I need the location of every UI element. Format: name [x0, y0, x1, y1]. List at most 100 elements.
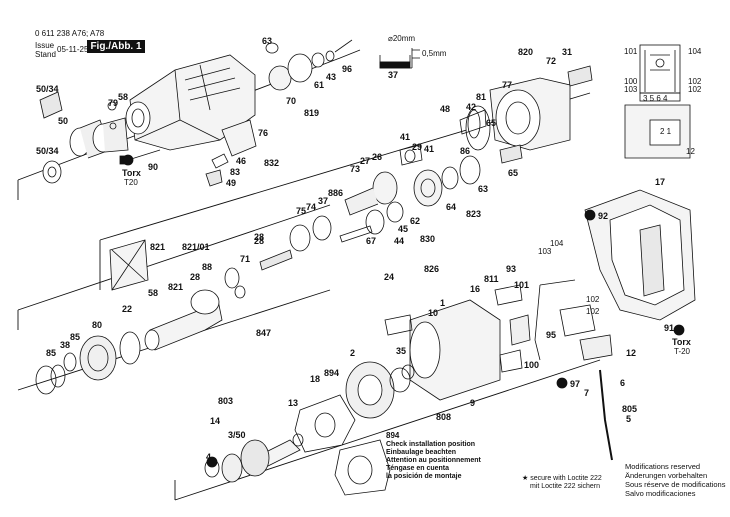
label-894a: 894: [324, 368, 339, 378]
label-1: 1: [440, 298, 445, 308]
baffle-detail-box: [334, 439, 391, 496]
label-80: 80: [92, 320, 102, 330]
label-48: 48: [440, 104, 450, 114]
label-torx-b: Torx: [672, 337, 691, 347]
label-38: 38: [60, 340, 70, 350]
label-50: 50: [58, 116, 68, 126]
label-81: 81: [476, 92, 486, 102]
loctite-note: ★ secure with Loctite 222 mit Loctite 22…: [522, 475, 602, 491]
label-45: 45: [398, 224, 408, 234]
install-note-line-5: la posición de montaje: [386, 473, 462, 480]
label-70: 70: [286, 96, 296, 106]
label-64: 64: [446, 202, 456, 212]
torx-screw-91: [673, 324, 685, 336]
label-27: 27: [360, 156, 370, 166]
part-number: 0 611 238 A76; A78: [35, 29, 105, 38]
label-100b: 100: [524, 360, 539, 370]
label-102b: 102: [688, 85, 702, 94]
label-7: 7: [584, 388, 589, 398]
label-28b: 28: [254, 236, 264, 246]
label-826: 826: [424, 264, 439, 274]
label-75: 75: [296, 206, 306, 216]
label-50-34b: 50/34: [36, 146, 59, 156]
label-41a: 41: [400, 132, 410, 142]
label-31: 31: [562, 47, 572, 57]
modifications-note: Modifications reserved Änderungen vorbeh…: [625, 462, 725, 498]
label-14: 14: [210, 416, 220, 426]
fan-baffle-894: [294, 394, 356, 453]
label-wiring: 3 5 6 4: [643, 94, 668, 103]
label-61: 61: [314, 80, 324, 90]
label-847: 847: [256, 328, 271, 338]
hammer-housing-assembly: [125, 54, 256, 151]
label-86: 86: [460, 146, 470, 156]
label-805: 805: [622, 404, 637, 414]
assembly-band-mid: [17, 204, 331, 330]
label-67: 67: [366, 236, 376, 246]
modifications-line-2: Änderungen vorbehalten: [625, 471, 708, 480]
field-stator-2: [345, 361, 415, 419]
issue-label: Issue: [35, 41, 55, 50]
loctite-line-2: mit Loctite 222 sichern: [530, 483, 601, 490]
label-101b: 101: [514, 280, 529, 290]
label-37: 37: [388, 70, 398, 80]
label-46: 46: [236, 156, 246, 166]
label-71: 71: [240, 254, 250, 264]
label-12a: 12: [686, 147, 695, 156]
torx-screw-90: [122, 154, 134, 166]
label-95: 95: [546, 330, 556, 340]
label-50-34a: 50/34: [36, 84, 59, 94]
label-820: 820: [518, 47, 533, 57]
modifications-line-1: Modifications reserved: [625, 462, 701, 471]
label-42: 42: [466, 102, 476, 112]
parts-70-61-43: [265, 39, 353, 91]
screw-4: [206, 456, 218, 468]
label-62: 62: [410, 216, 420, 226]
gear-housing-820: [465, 65, 593, 151]
label-102a: 102: [688, 77, 702, 86]
label-100a: 100: [624, 77, 638, 86]
screw-97: [556, 377, 568, 389]
label-18: 18: [310, 374, 320, 384]
label-9: 9: [470, 398, 475, 408]
dimension-detail-37: [379, 48, 420, 69]
modifications-line-3: Sous réserve de modifications: [625, 480, 726, 489]
install-note-code: 894: [386, 431, 400, 440]
figure-label: Fig./Abb. 1: [87, 40, 145, 53]
parts-76-46-83-49: [205, 119, 257, 187]
label-77: 77: [502, 80, 512, 90]
label-t20-b: T-20: [674, 347, 691, 356]
label-886: 886: [328, 188, 343, 198]
label-22: 22: [122, 304, 132, 314]
install-note-line-1: Check installation position: [386, 441, 476, 448]
label-76: 76: [258, 128, 268, 138]
label-3-50: 3/50: [228, 430, 246, 440]
label-58a: 58: [118, 92, 128, 102]
label-65a: 65: [486, 118, 496, 128]
label-79: 79: [108, 98, 118, 108]
label-24: 24: [384, 272, 394, 282]
label-823: 823: [466, 209, 481, 219]
label-85b: 85: [46, 348, 56, 358]
label-102c: 102: [586, 295, 600, 304]
label-91: 91: [664, 323, 674, 333]
armature-803: [204, 433, 304, 483]
label-20mm: ⌀20mm: [388, 34, 415, 43]
label-35: 35: [396, 346, 406, 356]
label-104: 104: [688, 47, 702, 56]
label-4: 4: [206, 452, 211, 462]
label-821b: 821: [168, 282, 183, 292]
switch-wiring-schematic: [624, 44, 691, 159]
label-97: 97: [570, 379, 580, 389]
torx-screw-92: [584, 209, 596, 221]
label-26: 26: [372, 152, 382, 162]
label-821: 821: [150, 242, 165, 252]
label-37b: 37: [318, 196, 328, 206]
label-58b: 58: [148, 288, 158, 298]
install-note-line-4: Téngase en cuenta: [386, 465, 450, 472]
label-808: 808: [436, 412, 451, 422]
label-05mm: 0,5mm: [422, 49, 447, 58]
label-821-01: 821/01: [182, 242, 210, 252]
